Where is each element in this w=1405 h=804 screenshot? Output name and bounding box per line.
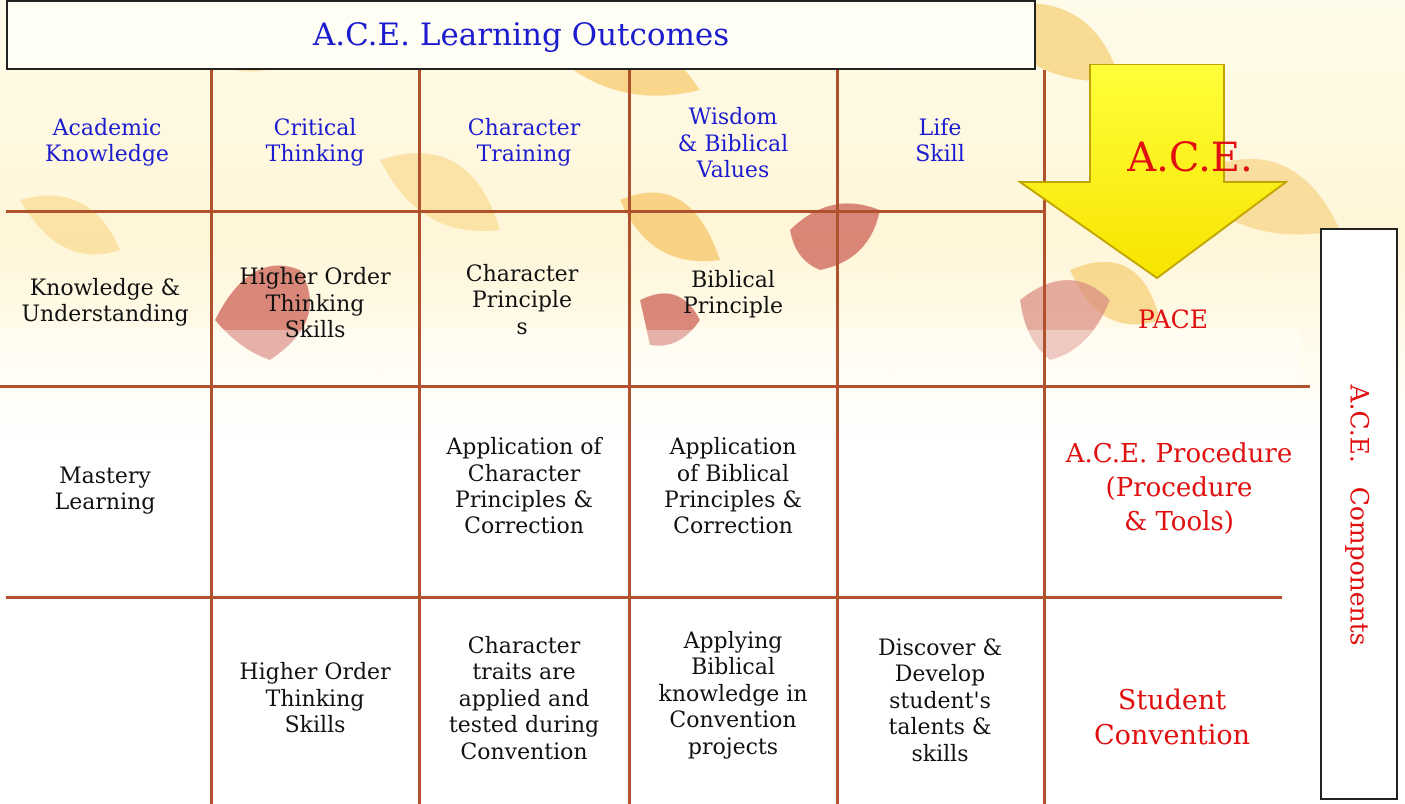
title-box: A.C.E. Learning Outcomes: [6, 0, 1036, 70]
cell-text: Mastery Learning: [54, 463, 156, 515]
cell-text: Character traits are applied and tested …: [448, 634, 600, 765]
grid-line-horizontal: [6, 210, 1044, 213]
header-label: Academic Knowledge: [45, 115, 169, 167]
cell-knowledge-understanding: Knowledge & Understanding: [0, 252, 210, 352]
cell-critical-empty: [214, 430, 416, 550]
cell-mastery-learning: Mastery Learning: [0, 430, 210, 550]
cell-character-traits: Character traits are applied and tested …: [422, 614, 626, 786]
arrow-label: A.C.E.: [1100, 108, 1280, 208]
header-label: Life Skill: [915, 115, 965, 167]
cell-text: Higher Order Thinking Skills: [239, 660, 391, 739]
header-critical-thinking: Critical Thinking: [214, 82, 416, 202]
header-label: Critical Thinking: [265, 115, 365, 167]
cell-character-principles: Character Principle s: [422, 262, 622, 372]
diagram-title: A.C.E. Learning Outcomes: [312, 17, 730, 53]
component-student-convention: Student Convention: [1046, 668, 1298, 768]
red-leaf-shape: [215, 265, 310, 360]
cell-application-biblical: Application of Biblical Principles & Cor…: [632, 398, 834, 578]
cell-text: Applying Biblical knowledge in Conventio…: [658, 629, 808, 760]
component-pace: PACE: [1048, 285, 1298, 355]
cell-text: Higher Order Thinking Skills: [239, 265, 391, 344]
header-wisdom-biblical-values: Wisdom & Biblical Values: [632, 82, 834, 208]
cell-text: Application of Character Principles & Co…: [446, 435, 602, 540]
grid-line-vertical: [628, 70, 631, 804]
red-leaf-shape: [640, 293, 700, 346]
grid-line-vertical: [836, 70, 839, 804]
header-life-skill: Life Skill: [840, 82, 1040, 202]
cell-higher-order-thinking-2: Higher Order Thinking Skills: [214, 640, 416, 760]
component-label: Student Convention: [1093, 684, 1251, 751]
cell-biblical-principle: Biblical Principle: [632, 268, 834, 368]
cell-applying-biblical: Applying Biblical knowledge in Conventio…: [632, 610, 834, 780]
arrow-label-text: A.C.E.: [1127, 135, 1253, 181]
grid-line-horizontal: [0, 385, 1310, 388]
red-leaf-shape: [790, 203, 880, 270]
cell-text: Character Principle s: [465, 262, 579, 340]
cell-discover-develop: Discover & Develop student's talents & s…: [840, 616, 1040, 788]
leaf-shape: [1070, 261, 1160, 325]
component-label: A.C.E. Procedure (Procedure & Tools): [1065, 439, 1293, 537]
grid-line-vertical: [418, 70, 421, 804]
down-arrow-icon: [1016, 64, 1290, 280]
leaf-shape: [620, 192, 720, 262]
component-ace-procedure: A.C.E. Procedure (Procedure & Tools): [1046, 414, 1312, 564]
header-label: Wisdom & Biblical Values: [677, 105, 789, 184]
components-side-box: [1320, 228, 1398, 800]
grid-line-vertical: [1043, 70, 1046, 804]
components-side-label: A.C.E. Components: [1344, 384, 1374, 646]
red-leaf-shape: [1020, 280, 1110, 360]
header-character-training: Character Training: [422, 82, 626, 202]
component-label: PACE: [1138, 305, 1208, 334]
cell-higher-order-thinking: Higher Order Thinking Skills: [214, 240, 416, 370]
cell-life-skill-empty: [840, 252, 1040, 352]
header-academic-knowledge: Academic Knowledge: [8, 82, 206, 202]
cell-text: Application of Biblical Principles & Cor…: [664, 435, 802, 540]
cell-application-character: Application of Character Principles & Co…: [422, 398, 626, 578]
leaf-shape: [20, 195, 120, 255]
grid-line-vertical: [210, 70, 213, 804]
cell-life-skill-empty-2: [840, 430, 1040, 550]
cell-text: Knowledge & Understanding: [21, 275, 189, 327]
cell-text: Biblical Principle: [682, 268, 784, 320]
cell-text: Discover & Develop student's talents & s…: [877, 636, 1003, 767]
grid-line-horizontal: [6, 596, 1282, 599]
header-label: Character Training: [467, 115, 581, 167]
cell-academic-empty: [0, 640, 210, 760]
